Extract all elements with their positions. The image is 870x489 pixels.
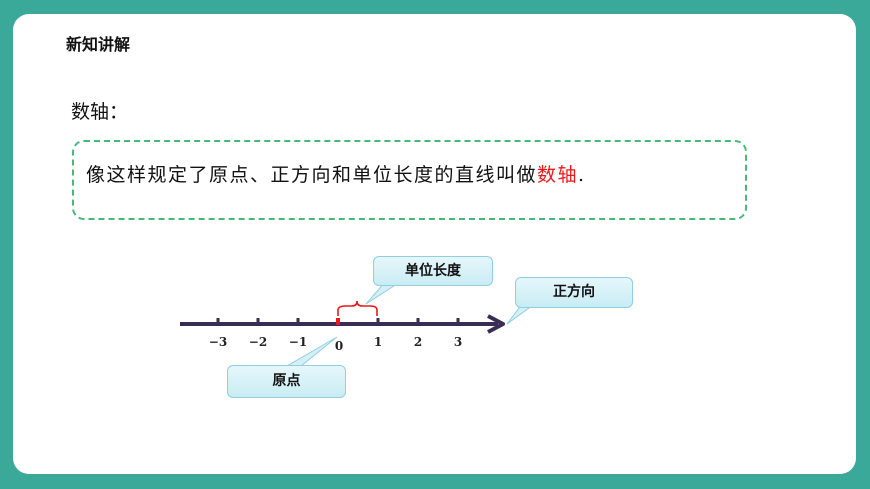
definition-text-after: . (578, 164, 586, 186)
tick-label-1: 1 (374, 335, 382, 349)
tick-label--1: −1 (289, 335, 307, 349)
tick-label--3: −3 (209, 335, 227, 349)
unit-length-brace (337, 300, 378, 316)
definition-text-before: 像这样规定了原点、正方向和单位长度的直线叫做 (86, 164, 538, 186)
tick-label-2: 2 (414, 335, 422, 349)
definition-box (72, 140, 747, 220)
term-heading: 数轴： (71, 101, 129, 123)
positive-direction-callout: 正方向 (515, 277, 633, 308)
slide-canvas (13, 14, 856, 474)
number-line-tick-labels: −3 −2 −1 0 1 2 3 (209, 335, 462, 353)
number-line-ticks (216, 318, 460, 325)
tick-label--2: −2 (249, 335, 267, 349)
section-title: 新知讲解 (66, 35, 131, 54)
tick-label-3: 3 (454, 335, 462, 349)
definition-text: 像这样规定了原点、正方向和单位长度的直线叫做数轴. (86, 160, 586, 187)
number-line-arrowhead (487, 314, 505, 334)
tick-label-0: 0 (335, 339, 343, 353)
definition-keyword: 数轴 (537, 164, 579, 186)
origin-callout: 原点 (227, 365, 346, 398)
unit-length-callout: 单位长度 (373, 256, 493, 286)
